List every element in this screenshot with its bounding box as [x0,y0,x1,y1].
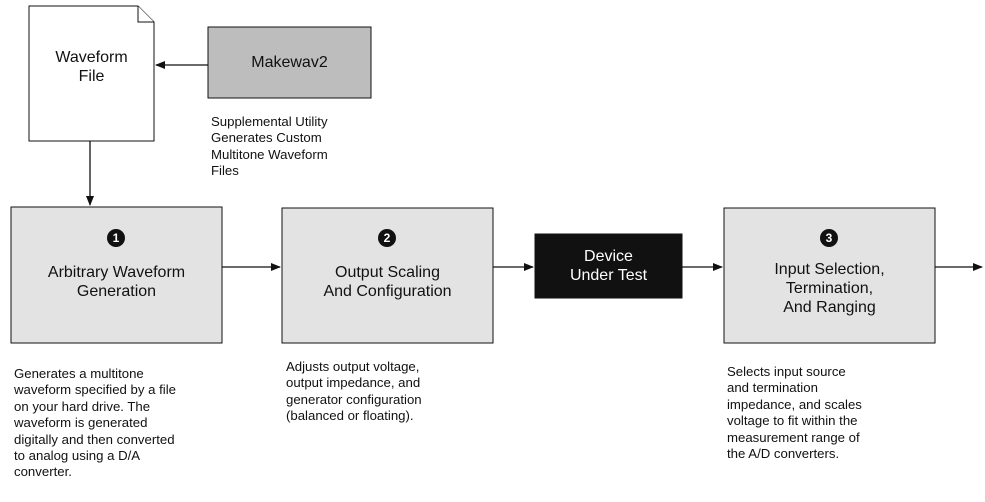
step3-number-badge: 3 [820,229,838,247]
step1-label: Arbitrary Waveform Generation [47,264,186,300]
step3-note: Selects input source and termination imp… [727,364,862,462]
dut-box [534,233,683,299]
step1-note: Generates a multitone waveform specified… [14,366,176,480]
makewav-label: Makewav2 [251,54,328,71]
makewav-box [207,26,372,99]
waveform-file-fold [137,6,154,23]
makewav-note: Supplemental Utility Generates Custom Mu… [211,114,328,179]
waveform-file-label: Waveform File [55,49,128,85]
step2-note: Adjusts output voltage, output impedance… [286,359,422,424]
step1-number-badge: 1 [107,229,125,247]
waveform-file-shape [28,5,155,142]
step3-label: Input Selection, Termination, And Rangin… [774,261,885,316]
step2-number-badge: 2 [378,229,396,247]
step2-label: Output Scaling And Configuration [323,264,452,300]
dut-label: Device Under Test [569,248,648,284]
